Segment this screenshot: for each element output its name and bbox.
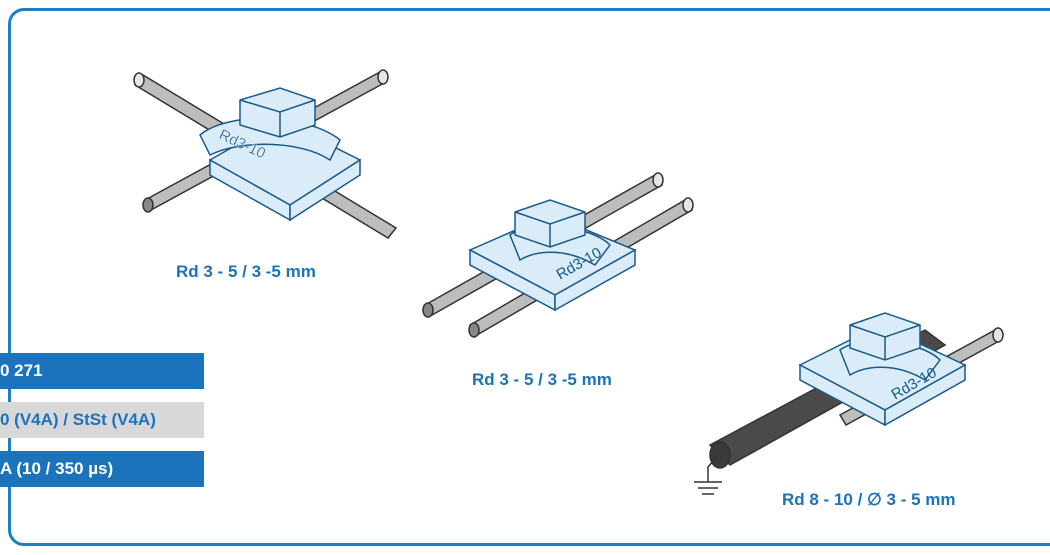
current-rating-tag: A (10 / 350 µs) [0,451,204,487]
earth-ground-icon [694,454,722,495]
cross-clamp-illustration: Rd3-10 [133,69,398,239]
part-number-tag: 0 271 [0,353,204,389]
content-frame [8,8,1050,546]
clamp-1-caption: Rd 3 - 5 / 3 -5 mm [176,262,316,281]
cable-clamp-illustration: Rd3-10 [694,312,1004,495]
current-rating-text: A (10 / 350 µs) [0,459,114,478]
part-number-text: 0 271 [0,361,43,380]
clamp-2-caption: Rd 3 - 5 / 3 -5 mm [472,370,612,389]
material-tag: 0 (V4A) / StSt (V4A) [0,402,204,438]
parallel-clamp-illustration: Rd3-10 [422,172,694,338]
clamp-3-caption: Rd 8 - 10 / ∅ 3 - 5 mm [782,490,956,509]
material-text: 0 (V4A) / StSt (V4A) [0,410,156,429]
